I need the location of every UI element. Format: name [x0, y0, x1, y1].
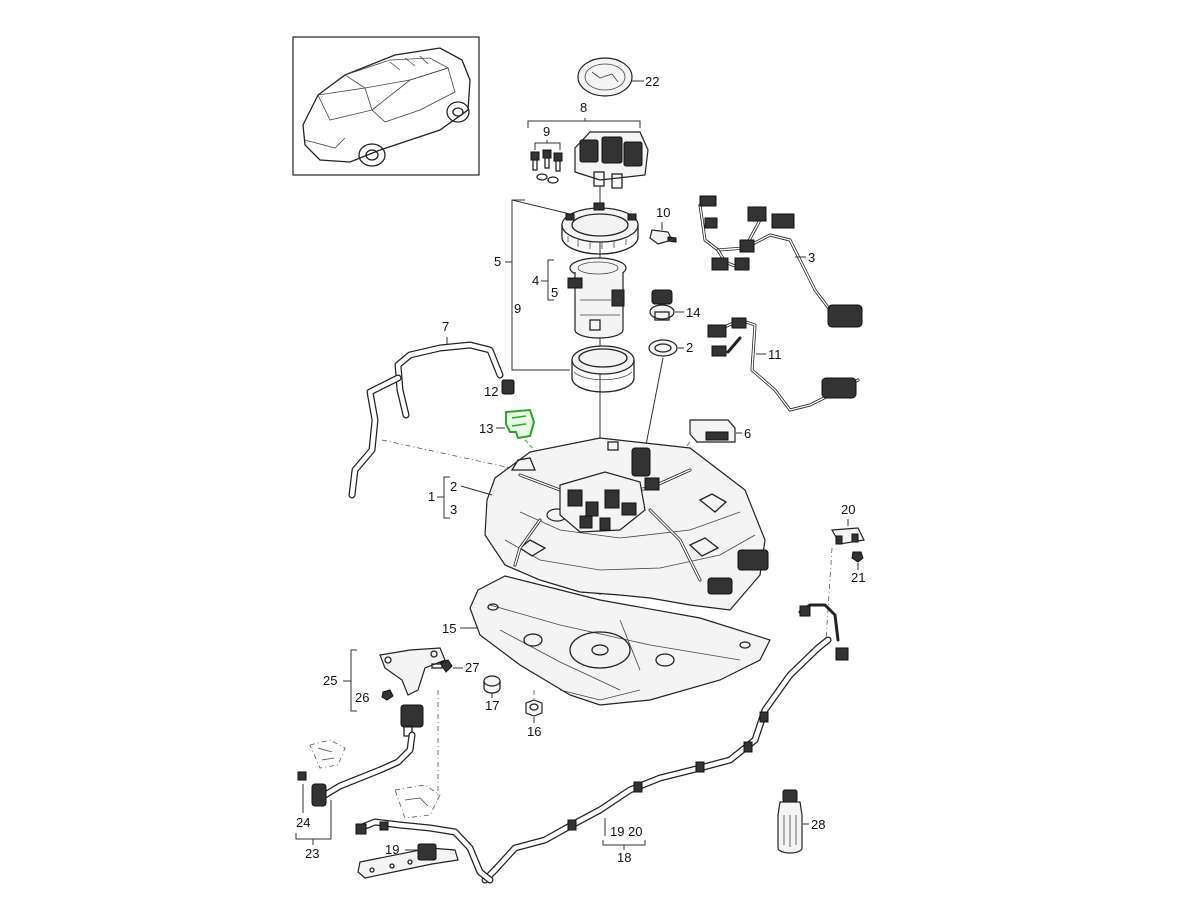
callout-19-bottom[interactable]: 19	[610, 824, 624, 839]
callout-23[interactable]: 23	[305, 846, 319, 861]
callout-20-right[interactable]: 20	[841, 502, 855, 517]
callout-21[interactable]: 21	[851, 570, 865, 585]
callout-27[interactable]: 27	[465, 660, 479, 675]
screws-9[interactable]	[530, 149, 563, 184]
callout-6[interactable]: 12	[484, 384, 498, 399]
wiring-harness-11[interactable]	[707, 317, 860, 412]
callout-4[interactable]: 4	[532, 273, 539, 288]
clip-10[interactable]	[649, 229, 677, 245]
mounting-bracket-25[interactable]	[379, 647, 446, 696]
fuel-line-23-24[interactable]	[297, 731, 416, 807]
grommet-17[interactable]	[483, 675, 501, 694]
fuel-line-19-left[interactable]	[355, 818, 494, 884]
callout-18[interactable]: 18	[617, 850, 631, 865]
seal-ring[interactable]	[571, 345, 635, 393]
fuel-pump-module[interactable]	[567, 257, 627, 339]
valve-26[interactable]	[400, 704, 424, 737]
callout-22[interactable]: 22	[645, 74, 659, 89]
callout-5-mid[interactable]: 5	[551, 285, 558, 300]
callout-15[interactable]: 15	[442, 621, 456, 636]
callout-12[interactable]: 13	[479, 421, 493, 436]
callout-25[interactable]: 25	[323, 673, 337, 688]
callout-2-left[interactable]: 2	[450, 479, 457, 494]
part-cover-22[interactable]	[577, 57, 633, 97]
skid-plate-15[interactable]	[469, 575, 771, 706]
callout-9-top[interactable]: 9	[543, 124, 550, 139]
callout-20-bottom[interactable]: 20	[628, 824, 642, 839]
callout-9-side[interactable]: 9	[514, 301, 521, 316]
bottle-28[interactable]	[777, 789, 803, 854]
callout-3-top[interactable]: 2	[686, 340, 693, 355]
callout-26[interactable]: 26	[355, 690, 369, 705]
bolt-27[interactable]	[431, 659, 453, 673]
part-12-highlighted[interactable]	[505, 408, 536, 440]
nut-21[interactable]	[851, 551, 864, 563]
callout-13[interactable]: 6	[744, 426, 751, 441]
vent-hose-7[interactable]	[348, 341, 504, 499]
callout-7[interactable]: 7	[442, 319, 449, 334]
callout-3-left[interactable]: 3	[450, 502, 457, 517]
nut-16[interactable]	[525, 699, 543, 717]
callout-2-top[interactable]: 14	[686, 305, 700, 320]
callout-10[interactable]: 10	[656, 205, 670, 220]
wiring-harness-14[interactable]	[698, 195, 863, 328]
callout-8[interactable]: 8	[580, 100, 587, 115]
callout-24[interactable]: 24	[296, 815, 310, 830]
vehicle-thumbnail[interactable]	[292, 36, 480, 176]
control-unit-13[interactable]	[689, 419, 736, 443]
callout-17[interactable]: 17	[485, 698, 499, 713]
callout-14[interactable]: 3	[808, 250, 815, 265]
fuel-tank[interactable]	[484, 437, 769, 611]
callout-28[interactable]: 28	[811, 817, 825, 832]
callout-16[interactable]: 16	[527, 724, 541, 739]
callout-11[interactable]: 11	[768, 347, 782, 362]
flange-connectors-8[interactable]	[574, 131, 649, 189]
fuel-line-19-20[interactable]	[481, 603, 849, 884]
nut-26[interactable]	[381, 689, 394, 701]
callout-1[interactable]: 1	[428, 489, 435, 504]
sensor-2[interactable]	[649, 289, 675, 321]
bracket-20[interactable]	[831, 527, 865, 545]
cap-6[interactable]	[501, 379, 515, 395]
callout-19-left[interactable]: 19	[385, 842, 399, 857]
ring-3[interactable]	[648, 339, 678, 357]
locking-ring[interactable]	[561, 202, 639, 255]
callout-5-left[interactable]: 5	[494, 254, 501, 269]
